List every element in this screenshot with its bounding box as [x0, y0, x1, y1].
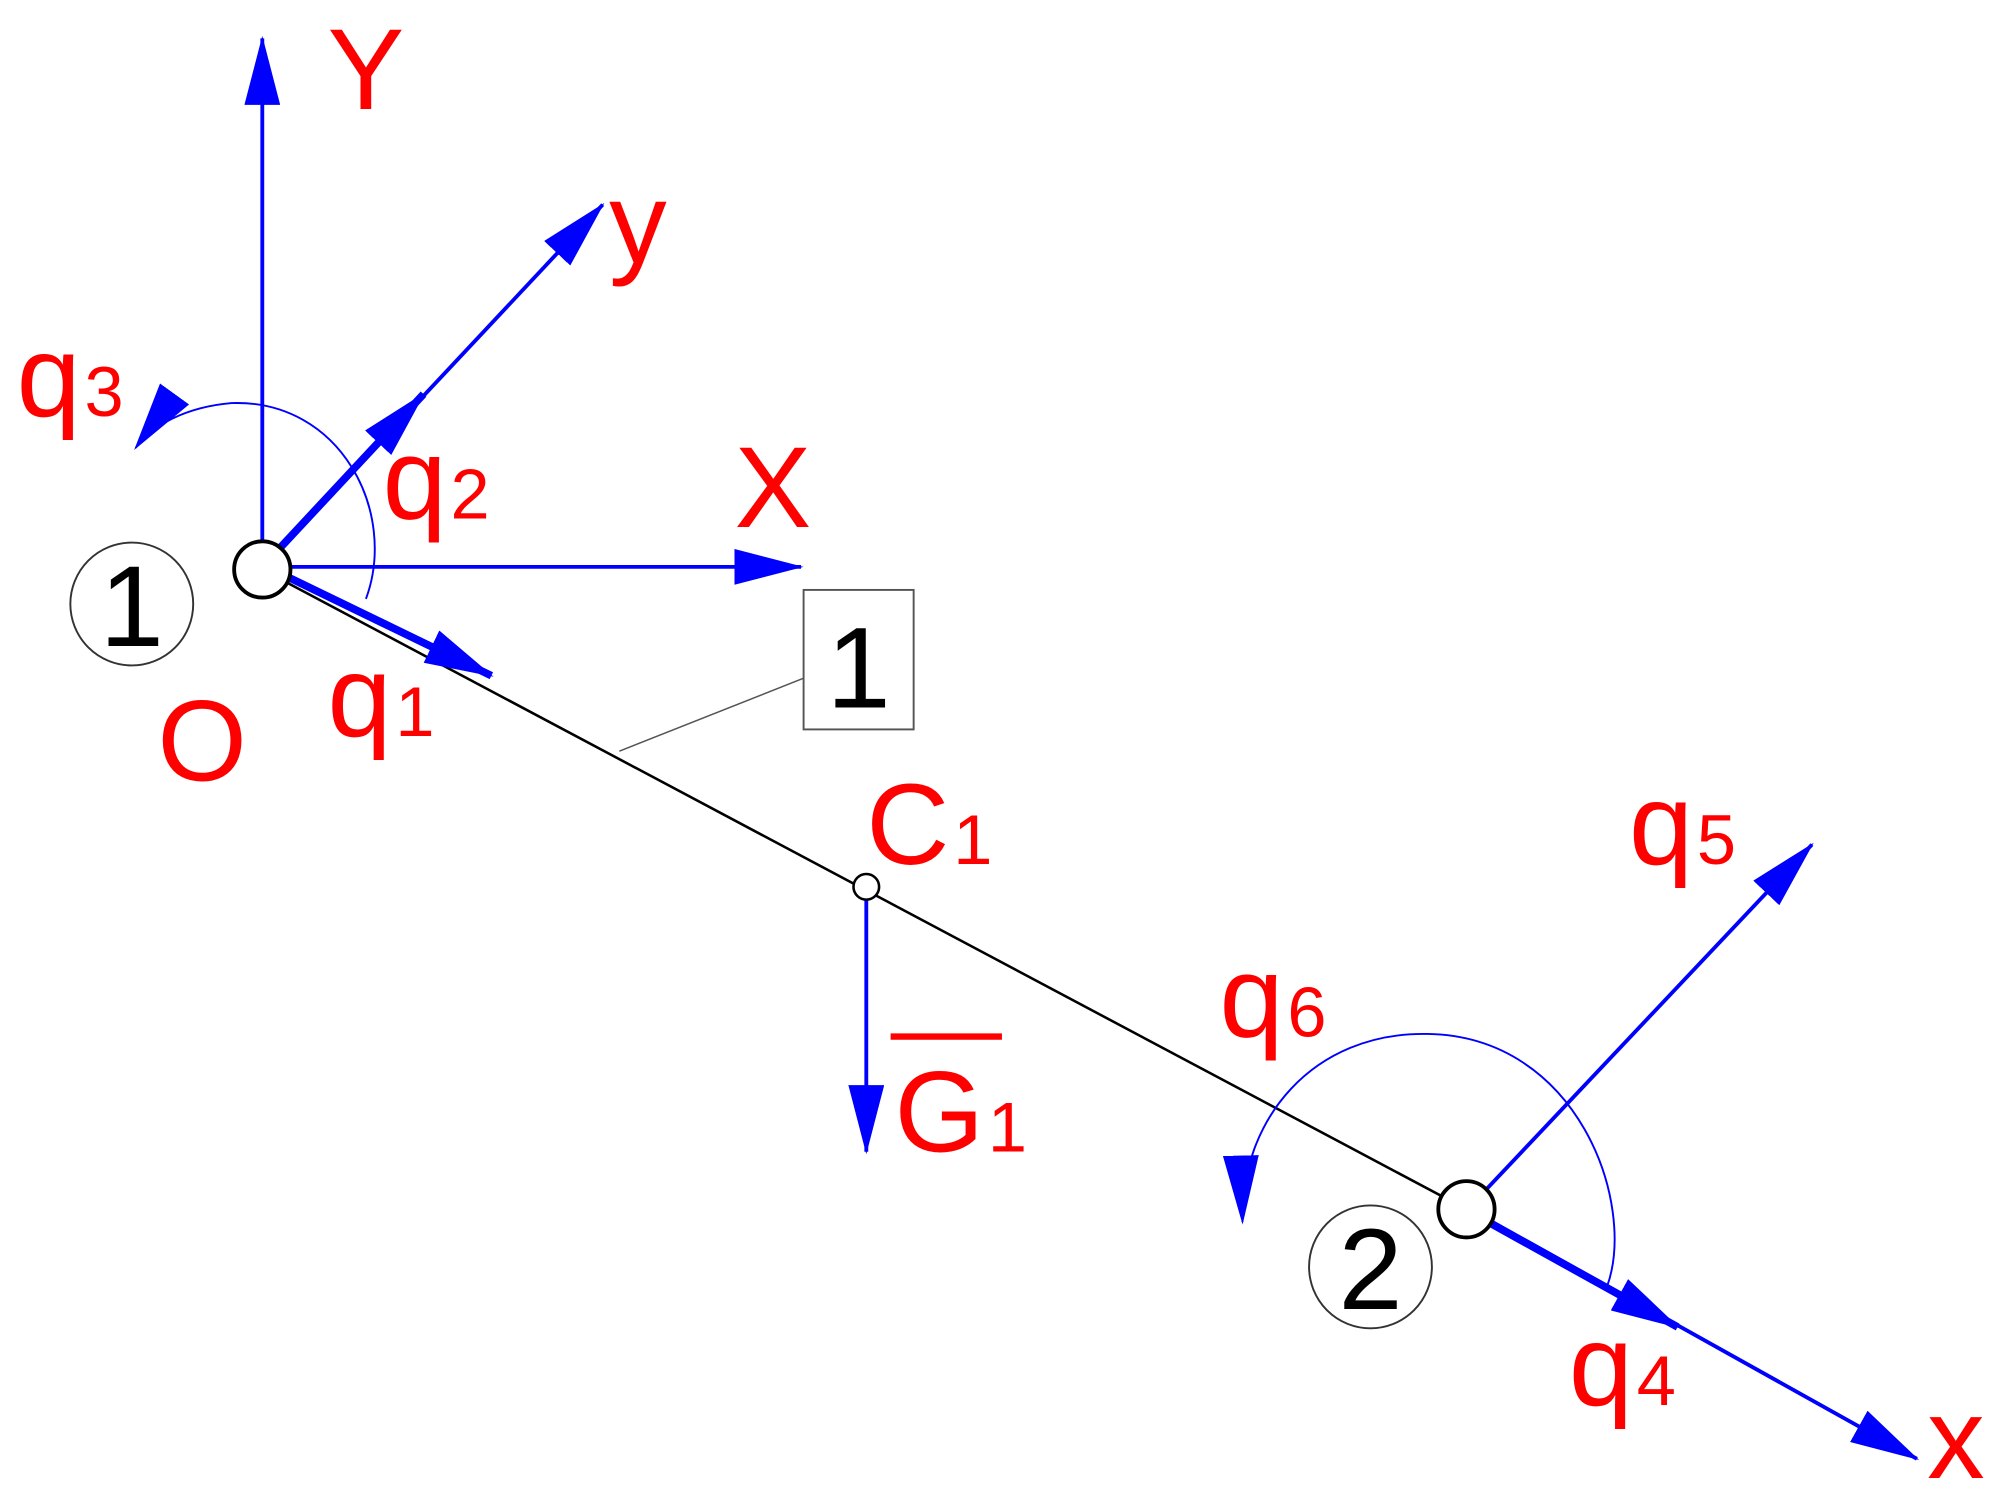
dof-q2-label: q2	[383, 415, 490, 543]
member-label: 1	[827, 605, 891, 733]
node-1-label: 1	[100, 543, 164, 671]
dof-q2-arrow	[277, 391, 427, 551]
dof-q1-arrow	[283, 572, 494, 680]
dof-q3-arc-arrow	[134, 383, 376, 600]
dof-q1-label: q1	[328, 633, 435, 761]
global-y-label: Y	[328, 6, 405, 134]
dof-q6-label: q6	[1219, 934, 1326, 1062]
node-1-joint	[232, 539, 293, 600]
dof-q6-arc-arrow	[1222, 1032, 1616, 1287]
local-y-label: y	[609, 159, 667, 287]
centroid-c1-marker	[852, 872, 881, 901]
node-2-label: 2	[1338, 1206, 1402, 1334]
weight-label: G1	[894, 1049, 1027, 1177]
local-x-label: x	[1927, 1375, 1985, 1503]
member-label-box	[802, 588, 915, 731]
global-x-label: X	[734, 424, 811, 552]
dof-q5-arrow	[1484, 842, 1814, 1192]
node-2-label-circle	[1308, 1204, 1433, 1330]
centroid-label: C1	[866, 761, 992, 889]
dof-q4-arrow	[1486, 1218, 1680, 1331]
member-label-leader	[619, 677, 804, 752]
dof-q3-label: q3	[17, 313, 124, 441]
node-1-label-circle	[69, 541, 195, 667]
dof-q4-label: q4	[1569, 1302, 1676, 1430]
dof-q5-label: q5	[1629, 761, 1736, 889]
node-2-joint	[1436, 1179, 1497, 1240]
origin-label: O	[157, 678, 247, 806]
